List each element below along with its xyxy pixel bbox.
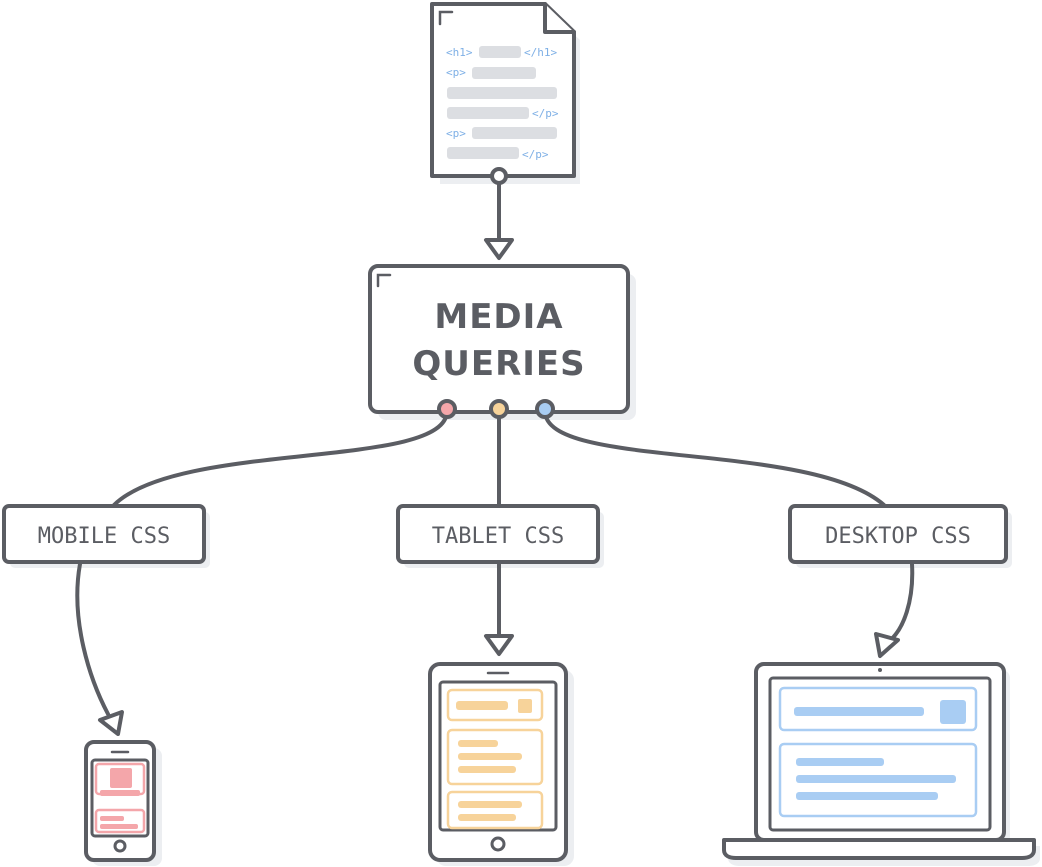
code-placeholder — [447, 87, 557, 99]
desktop-css-label: DESKTOP CSS — [788, 504, 1012, 568]
code-placeholder — [447, 147, 519, 159]
desktop-css-label-text: DESKTOP CSS — [825, 524, 971, 549]
media-queries-node: MEDIA QUERIES — [368, 264, 636, 420]
connector-port-circle — [490, 167, 508, 185]
code-placeholder — [479, 46, 521, 58]
code-tag-h1-open: <h1> — [446, 46, 473, 59]
code-tag-p-close: </p> — [522, 148, 549, 161]
code-tag-h1-close: </h1> — [524, 46, 557, 59]
connector-mobile-to-phone — [75, 562, 124, 736]
code-tag-p-close: </p> — [532, 107, 559, 120]
code-tag-p-open: <p> — [446, 127, 466, 140]
mobile-css-label-text: MOBILE CSS — [38, 524, 170, 549]
connector-desktop-to-laptop — [874, 562, 915, 658]
tablet-port-dot — [489, 399, 509, 419]
connector-to-mobile — [112, 409, 449, 507]
media-queries-title-line2: QUERIES — [412, 344, 585, 384]
html-document: <h1> </h1> <p> </p> <p> </p> — [430, 2, 580, 184]
tablet-css-label-text: TABLET CSS — [432, 524, 564, 549]
connector-document-to-media-queries — [484, 167, 514, 260]
tablet-device — [428, 662, 574, 866]
arrowhead-down — [484, 238, 514, 260]
connector-tablet-to-tablet — [484, 562, 514, 656]
code-placeholder — [472, 67, 536, 79]
laptop-device — [722, 662, 1040, 866]
connector-to-desktop — [543, 409, 886, 507]
arrowhead — [98, 710, 124, 736]
desktop-port-dot — [535, 399, 555, 419]
tablet-css-label: TABLET CSS — [396, 504, 604, 568]
mobile-css-label: MOBILE CSS — [2, 504, 210, 568]
arrowhead — [484, 634, 514, 656]
arrowhead — [874, 632, 900, 658]
code-tag-p-open: <p> — [446, 66, 466, 79]
phone-device — [84, 740, 162, 866]
code-placeholder — [472, 127, 557, 139]
code-placeholder — [447, 107, 529, 119]
media-queries-title-line1: MEDIA — [434, 297, 563, 337]
mobile-port-dot — [437, 399, 457, 419]
